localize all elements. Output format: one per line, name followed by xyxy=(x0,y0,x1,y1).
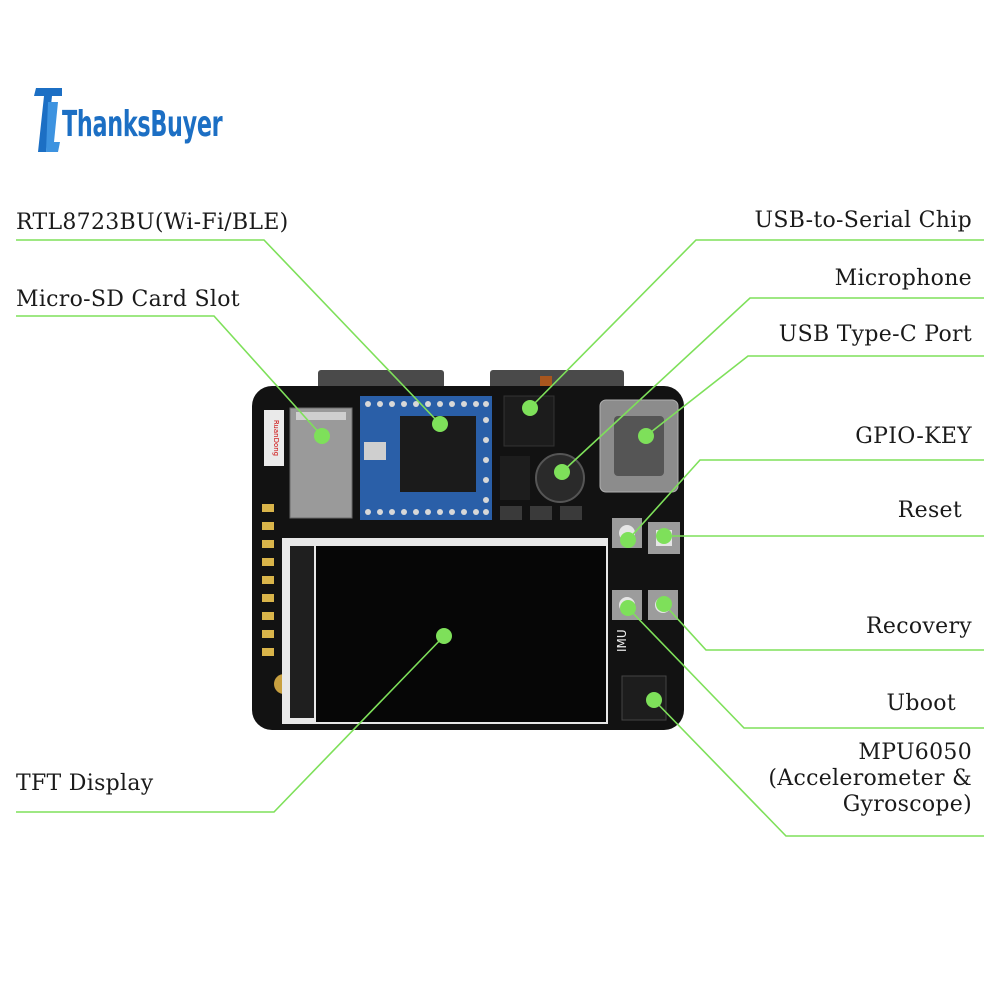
leader-gpio-key xyxy=(627,459,984,541)
leader-rtl xyxy=(16,239,441,425)
imu-silkscreen: IMU xyxy=(615,629,629,652)
leader-lines xyxy=(16,239,984,837)
edge-pads xyxy=(262,504,274,656)
leader-tft xyxy=(16,635,445,813)
leader-recovery xyxy=(663,603,984,651)
label-uboot: Uboot xyxy=(886,691,956,716)
label-gpio-key: GPIO-KEY xyxy=(855,424,972,449)
label-microsd-slot: Micro-SD Card Slot xyxy=(16,287,240,312)
label-mpu6050: MPU6050 (Accelerometer & Gyroscope) xyxy=(768,740,972,818)
leader-microphone xyxy=(561,297,984,473)
leader-usb-c xyxy=(645,355,984,437)
leader-uboot xyxy=(627,607,984,729)
label-mpu6050-line1: MPU6050 xyxy=(858,740,972,765)
label-recovery: Recovery xyxy=(866,614,972,639)
label-reset: Reset xyxy=(897,498,962,523)
label-microphone: Microphone xyxy=(834,266,972,291)
label-rtl8723bu: RTL8723BU(Wi-Fi/BLE) xyxy=(16,210,289,235)
sd-label-sticker xyxy=(264,410,284,466)
usb-serial-chip xyxy=(503,395,555,447)
label-mpu6050-line2: (Accelerometer & xyxy=(768,766,972,791)
sd-sticker-text: RuanDong xyxy=(272,420,280,456)
leader-mpu6050 xyxy=(653,699,984,837)
label-usb-type-c: USB Type-C Port xyxy=(778,322,972,347)
label-mpu6050-line3: Gyroscope) xyxy=(842,792,972,817)
leader-dots xyxy=(314,400,672,708)
label-usb-serial-chip: USB-to-Serial Chip xyxy=(754,208,972,233)
brand-logo xyxy=(32,82,192,182)
tft-screen xyxy=(316,546,606,722)
microsd-slot xyxy=(289,407,353,519)
leader-usb-serial xyxy=(529,239,984,409)
label-tft-display: TFT Display xyxy=(16,771,154,796)
brand-logo-mark xyxy=(34,88,62,152)
leader-microsd xyxy=(16,315,323,437)
brand-wordmark: ThanksBuyer xyxy=(62,104,223,145)
